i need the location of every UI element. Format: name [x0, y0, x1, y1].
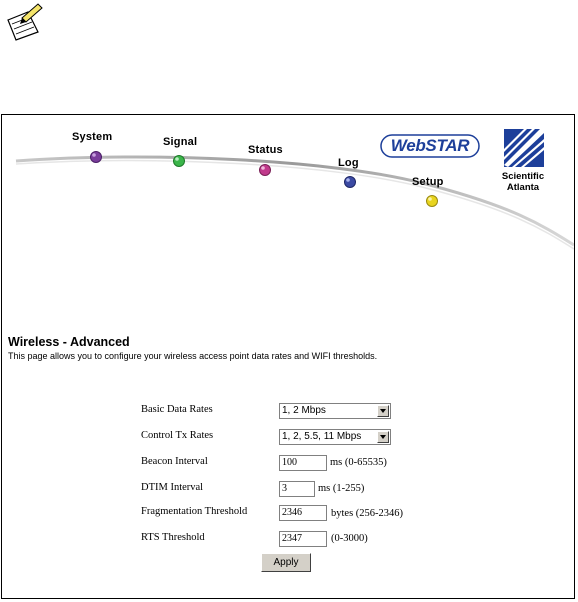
beacon-interval-label: Beacon Interval — [141, 456, 208, 467]
nav-label-system: System — [72, 131, 113, 143]
rts-threshold-label: RTS Threshold — [141, 532, 205, 543]
apply-button[interactable]: Apply — [261, 553, 311, 572]
dtim-interval-label: DTIM Interval — [141, 482, 204, 493]
control-tx-rates-label: Control Tx Rates — [141, 430, 214, 441]
basic-data-rates-value: 1, 2 Mbps — [282, 405, 326, 416]
dtim-interval-input[interactable]: 3 — [279, 481, 315, 497]
note-pen-icon — [7, 3, 43, 41]
company-name-line1: Scientific — [501, 171, 545, 182]
rts-threshold-range: (0-3000) — [331, 533, 368, 544]
nav-dot-log — [344, 176, 356, 188]
nav-arc — [15, 155, 574, 250]
nav-dot-status — [259, 164, 271, 176]
fragmentation-threshold-label: Fragmentation Threshold — [141, 506, 248, 517]
beacon-interval-range: ms (0-65535) — [330, 457, 387, 468]
company-name-line2: Atlanta — [506, 182, 540, 193]
nav-label-log: Log — [338, 157, 359, 169]
webstar-logo: WebSTAR — [380, 133, 480, 159]
dtim-interval-range: ms (1-255) — [318, 483, 365, 494]
nav-dot-system — [90, 151, 102, 163]
fragmentation-threshold-input[interactable]: 2346 — [279, 505, 327, 521]
chevron-down-icon[interactable] — [377, 405, 389, 417]
nav-label-status: Status — [248, 144, 283, 156]
webstar-logo-text: WebSTAR — [390, 136, 470, 155]
nav-dot-setup — [426, 195, 438, 207]
scientific-atlanta-logo-icon — [504, 129, 544, 167]
beacon-interval-input[interactable]: 100 — [279, 455, 327, 471]
nav-label-setup: Setup — [412, 176, 444, 188]
basic-data-rates-label: Basic Data Rates — [141, 404, 213, 415]
fragmentation-threshold-range: bytes (256-2346) — [331, 508, 404, 519]
page-title: Wireless - Advanced — [8, 335, 130, 349]
company-name: Scientific Atlanta — [488, 171, 558, 193]
page-description: This page allows you to configure your w… — [8, 351, 378, 361]
router-page-frame: System Signal Status Log Setup WebSTAR S… — [1, 114, 575, 599]
rts-threshold-input[interactable]: 2347 — [279, 531, 327, 547]
chevron-down-icon[interactable] — [377, 431, 389, 443]
control-tx-rates-select[interactable]: 1, 2, 5.5, 11 Mbps — [279, 429, 391, 445]
nav-label-signal: Signal — [163, 136, 198, 148]
nav-dot-signal — [173, 155, 185, 167]
control-tx-rates-value: 1, 2, 5.5, 11 Mbps — [282, 431, 362, 442]
basic-data-rates-select[interactable]: 1, 2 Mbps — [279, 403, 391, 419]
